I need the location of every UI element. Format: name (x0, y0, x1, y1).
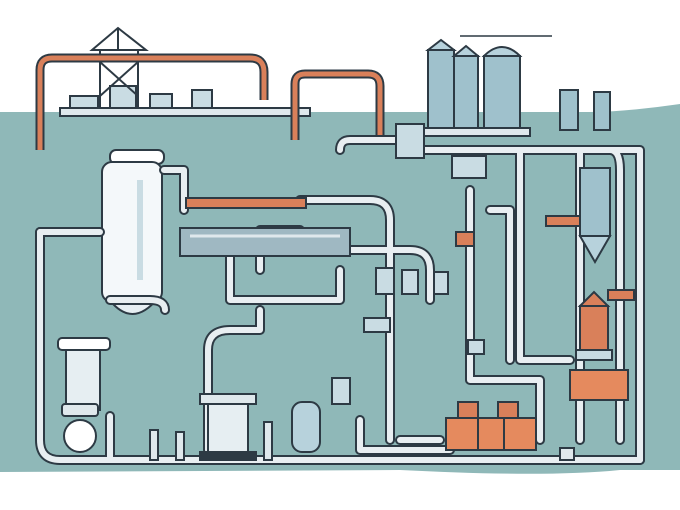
flask-icon (57, 337, 111, 453)
vertical-vessel-icon (101, 149, 165, 315)
copper-pipe-loop (35, 53, 385, 150)
top-platform (59, 85, 311, 117)
pump-icon (199, 393, 321, 461)
silo-icon (419, 35, 611, 137)
copper-tank-icon (445, 401, 537, 451)
orange-reactor-box (569, 290, 629, 401)
stub-posts (149, 421, 575, 461)
scaffold-tower-icon (89, 26, 149, 108)
valve-icon (331, 123, 635, 405)
central-manifold (179, 197, 351, 257)
conical-vessel-icon (578, 167, 612, 265)
